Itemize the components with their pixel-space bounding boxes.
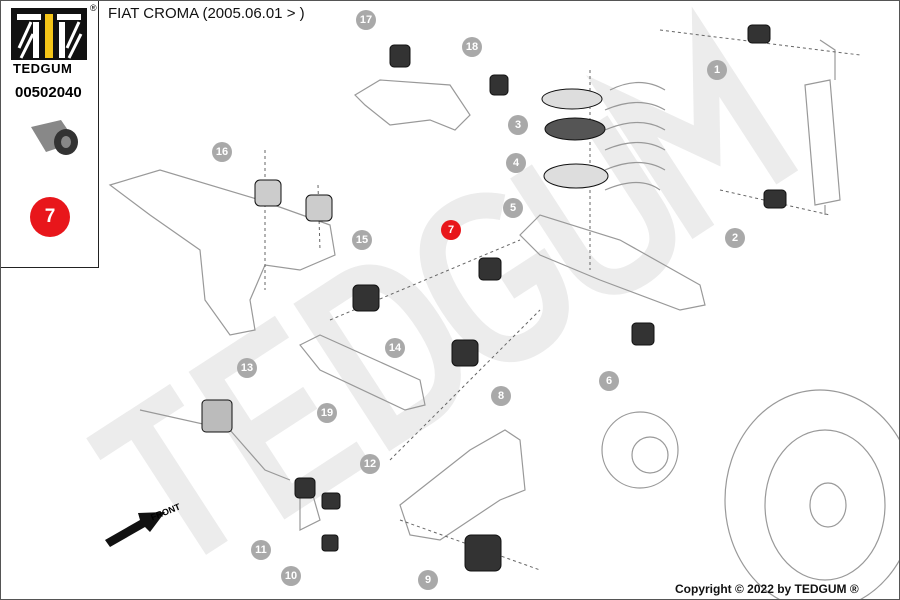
callout-10[interactable]: 10 bbox=[281, 566, 301, 586]
callout-1[interactable]: 1 bbox=[707, 60, 727, 80]
callout-18[interactable]: 18 bbox=[462, 37, 482, 57]
part-thumbnail bbox=[31, 120, 78, 155]
callout-5[interactable]: 5 bbox=[503, 198, 523, 218]
callout-19[interactable]: 19 bbox=[317, 403, 337, 423]
callout-15[interactable]: 15 bbox=[352, 230, 372, 250]
callout-7[interactable]: 7 bbox=[441, 220, 461, 240]
highlighted-part-badge: 7 bbox=[30, 197, 70, 237]
callout-17[interactable]: 17 bbox=[356, 10, 376, 30]
callout-8[interactable]: 8 bbox=[491, 386, 511, 406]
tedgum-logo bbox=[11, 8, 87, 60]
callout-6[interactable]: 6 bbox=[599, 371, 619, 391]
callout-2[interactable]: 2 bbox=[725, 228, 745, 248]
vehicle-title: FIAT CROMA (2005.06.01 > ) bbox=[108, 5, 305, 22]
part-info-panel: ® TEDGUM 00502040 7 bbox=[0, 0, 99, 268]
registered-mark: ® bbox=[90, 3, 97, 13]
brand-name: TEDGUM bbox=[13, 61, 73, 76]
callout-16[interactable]: 16 bbox=[212, 142, 232, 162]
callout-4[interactable]: 4 bbox=[506, 153, 526, 173]
callout-11[interactable]: 11 bbox=[251, 540, 271, 560]
callout-14[interactable]: 14 bbox=[385, 338, 405, 358]
front-arrow-icon bbox=[105, 512, 165, 547]
callout-13[interactable]: 13 bbox=[237, 358, 257, 378]
callout-9[interactable]: 9 bbox=[418, 570, 438, 590]
part-number: 00502040 bbox=[15, 84, 82, 101]
callout-12[interactable]: 12 bbox=[360, 454, 380, 474]
callout-3[interactable]: 3 bbox=[508, 115, 528, 135]
copyright: Copyright © 2022 by TEDGUM ® bbox=[675, 582, 859, 596]
